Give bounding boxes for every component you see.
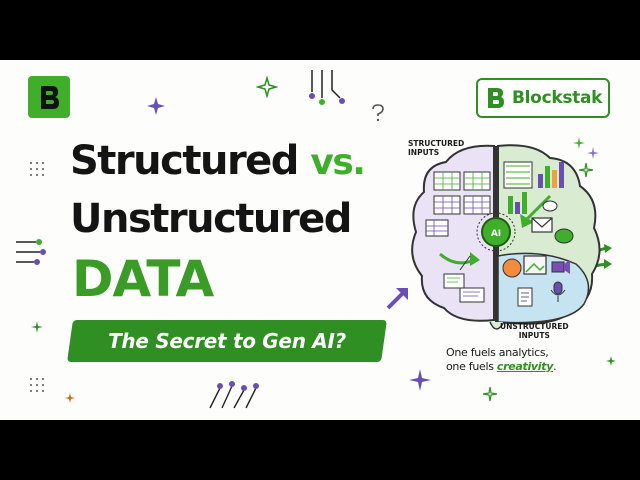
- question-mark-icon: [372, 104, 384, 122]
- ai-node-label: AI: [491, 229, 501, 239]
- sparkle-outline-icon: [256, 76, 278, 98]
- tiny-sparkle-right-icon: [606, 356, 616, 366]
- letterbox-bottom: [0, 420, 640, 480]
- brand-badge: Blockstak: [476, 78, 610, 118]
- brand-name: Blockstak: [512, 88, 603, 108]
- blockstak-logo-icon: [41, 86, 59, 109]
- thumbnail-canvas: Blockstak Structured vs. Unstructured DA…: [0, 60, 640, 420]
- microphone-icon: [550, 281, 566, 302]
- sparkle-bottom-icon: [409, 369, 431, 391]
- small-sparkle-icon: [31, 321, 43, 333]
- letterbox-top: [0, 0, 640, 60]
- small-sparkle-green-icon: [482, 386, 498, 402]
- diagram-tagline: One fuels analytics, one fuels creativit…: [446, 346, 557, 373]
- sparkle-icon: [147, 97, 165, 115]
- sparkle-purple-icon: [587, 147, 599, 159]
- dot-grid-icon: [30, 162, 44, 176]
- tagline-creativity: creativity: [496, 359, 554, 373]
- headline-vs: vs.: [310, 142, 366, 183]
- circuit-icon: [309, 70, 345, 105]
- circuit-left-icon: [16, 239, 46, 265]
- sparkle-outline-right-icon: [578, 162, 594, 178]
- headline-line-2: Unstructured: [70, 196, 352, 242]
- circuit-bottom-icon: [209, 381, 259, 409]
- mail-icon: [531, 217, 553, 233]
- subtitle-text: The Secret to Gen AI?: [108, 329, 346, 353]
- brain-icon: AI: [411, 144, 601, 330]
- chat-icon: [542, 200, 574, 244]
- blockstak-mark-icon: [488, 88, 504, 108]
- headline-line-1: Structured vs.: [70, 138, 366, 184]
- document-icon: [517, 287, 533, 307]
- spreadsheet-icon: [425, 171, 491, 237]
- bar-chart-icon: [503, 161, 564, 214]
- headline-structured: Structured: [70, 138, 299, 184]
- tiny-sparkle-icon: [65, 393, 75, 403]
- brand-logo-square: [28, 76, 70, 118]
- structured-inputs-label: STRUCTURED INPUTS: [408, 139, 465, 157]
- tagline-line-2: one fuels creativity.: [446, 359, 557, 373]
- video-icon: [502, 258, 570, 278]
- brain-diagram: AI: [400, 136, 640, 420]
- headline-line-3: DATA: [72, 250, 214, 308]
- dot-grid-bottom-icon: [30, 378, 44, 392]
- sparkle-right-icon: [573, 137, 585, 149]
- image-icon: [523, 255, 547, 275]
- unstructured-inputs-label: UNSTRUCTURED INPUTS: [500, 322, 569, 340]
- arrow-up-right-icon: [386, 288, 408, 310]
